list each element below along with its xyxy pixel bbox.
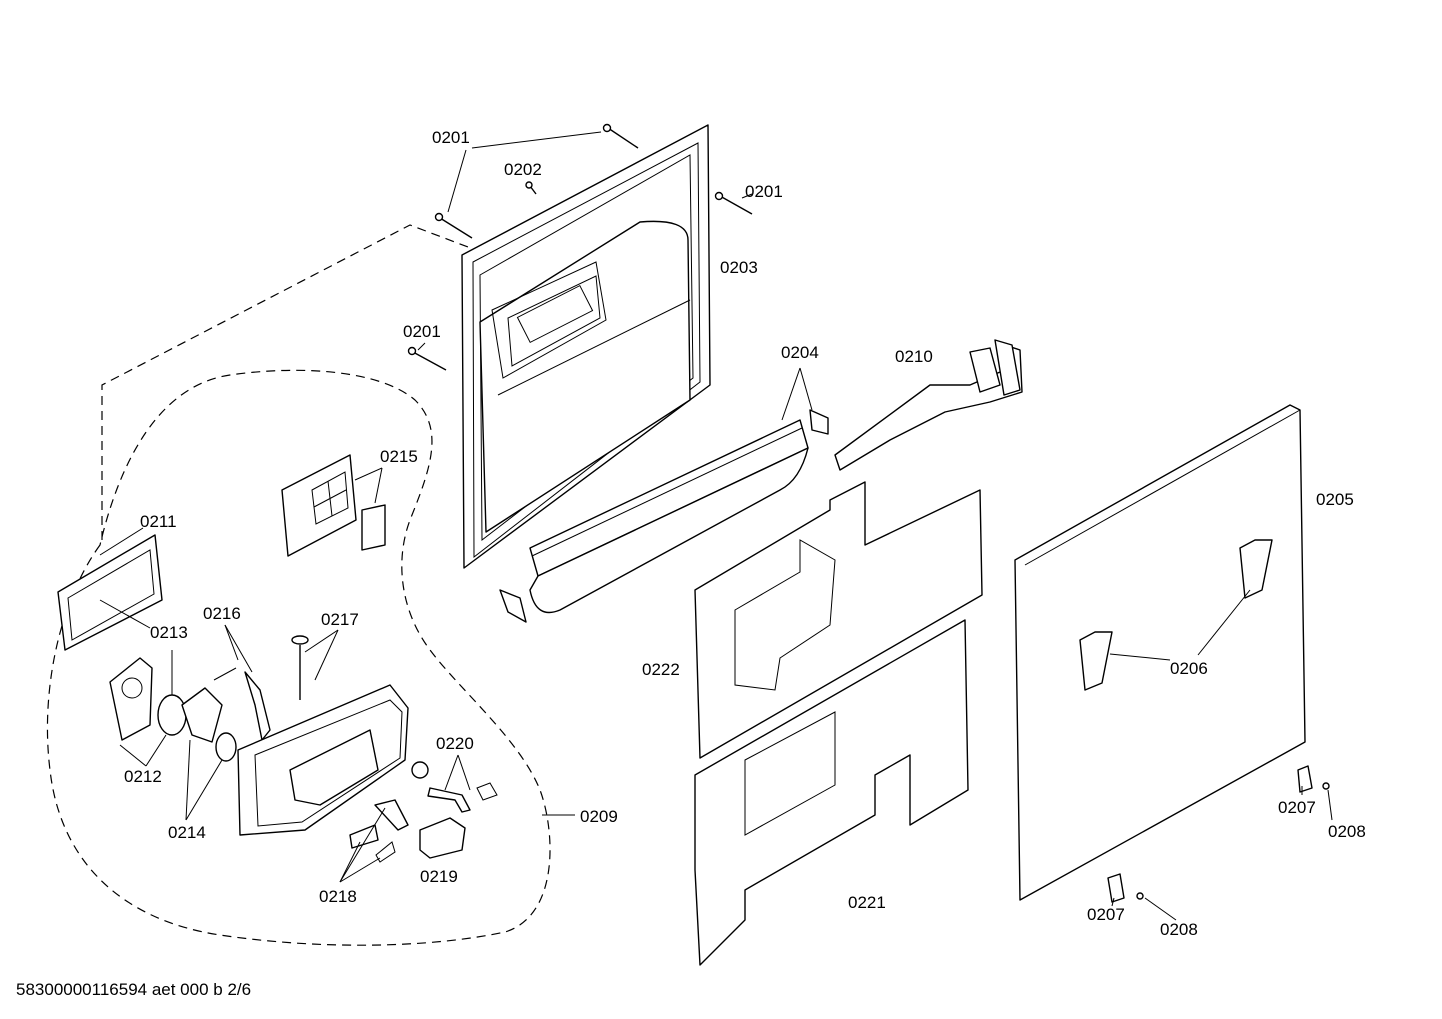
callout-0201-right: 0201	[745, 182, 783, 201]
callout-0205: 0205	[1316, 490, 1354, 509]
callout-0213: 0213	[150, 623, 188, 642]
ring-0213	[157, 694, 187, 736]
leader-lines	[99, 131, 1333, 921]
callout-0217: 0217	[321, 610, 359, 629]
handle-bracket-0212	[109, 657, 153, 741]
spring-lever-0216	[213, 667, 271, 741]
callout-0216: 0216	[203, 604, 241, 623]
latch-grid-0215	[281, 454, 386, 557]
door-strip-0204	[529, 419, 809, 614]
screw-0202	[525, 181, 537, 195]
callout-0214: 0214	[168, 823, 206, 842]
callout-0203: 0203	[720, 258, 758, 277]
latch-parts-0218	[349, 799, 409, 863]
callout-0206: 0206	[1170, 659, 1208, 678]
callout-0221: 0221	[848, 893, 886, 912]
callout-0222: 0222	[642, 660, 680, 679]
callout-0219: 0219	[420, 867, 458, 886]
hinge-0207-right	[1297, 765, 1313, 793]
callout-0215: 0215	[380, 447, 418, 466]
screw-0201-left-top	[434, 212, 473, 239]
insulation-0221	[694, 619, 969, 966]
hinge-bracket-0210	[834, 339, 1023, 471]
pin-0217	[291, 635, 309, 700]
callout-0201-left: 0201	[403, 322, 441, 341]
callout-0207-right: 0207	[1278, 798, 1316, 817]
foam-pad-0206-upper	[1239, 539, 1273, 599]
callout-0207-bottom: 0207	[1087, 905, 1125, 924]
outer-door-panel-0205	[1014, 404, 1306, 901]
handle-frame-0211	[57, 534, 163, 651]
inner-door-panel-0203	[461, 124, 711, 569]
callout-0208-bottom: 0208	[1160, 920, 1198, 939]
clip-0204-left	[499, 589, 527, 623]
ball-0220	[411, 761, 429, 779]
switch-0219	[419, 817, 466, 859]
callout-labels: 0201 0202 0201 0203 0201 0204 0210 0215 …	[124, 128, 1366, 939]
lever-0220	[427, 782, 498, 813]
screw-0201-left-mid	[407, 346, 447, 371]
callout-0202: 0202	[504, 160, 542, 179]
screw-0208-bottom	[1136, 892, 1144, 900]
callout-0220: 0220	[436, 734, 474, 753]
lock-cylinder-0214	[181, 687, 237, 762]
foam-pad-0206-lower	[1079, 631, 1113, 691]
lock-housing	[237, 684, 409, 836]
document-id: 58300000116594 aet 000 b 2/6	[16, 980, 252, 999]
callout-0209: 0209	[580, 807, 618, 826]
screw-0201-right	[714, 191, 753, 215]
insulation-0222	[694, 481, 983, 759]
clip-0204-right	[809, 409, 829, 435]
assembly-boundary-0209	[46, 369, 551, 946]
screw-0201-top	[602, 123, 639, 149]
callout-0218: 0218	[319, 887, 357, 906]
callout-0210: 0210	[895, 347, 933, 366]
callout-0204: 0204	[781, 343, 819, 362]
callout-0208-right: 0208	[1328, 822, 1366, 841]
callout-0212: 0212	[124, 767, 162, 786]
guide-dash-line	[101, 224, 469, 540]
callout-0211: 0211	[140, 512, 177, 531]
callout-0201-top: 0201	[432, 128, 470, 147]
hinge-0207-bottom	[1107, 873, 1125, 903]
screw-0208-right	[1322, 782, 1330, 790]
